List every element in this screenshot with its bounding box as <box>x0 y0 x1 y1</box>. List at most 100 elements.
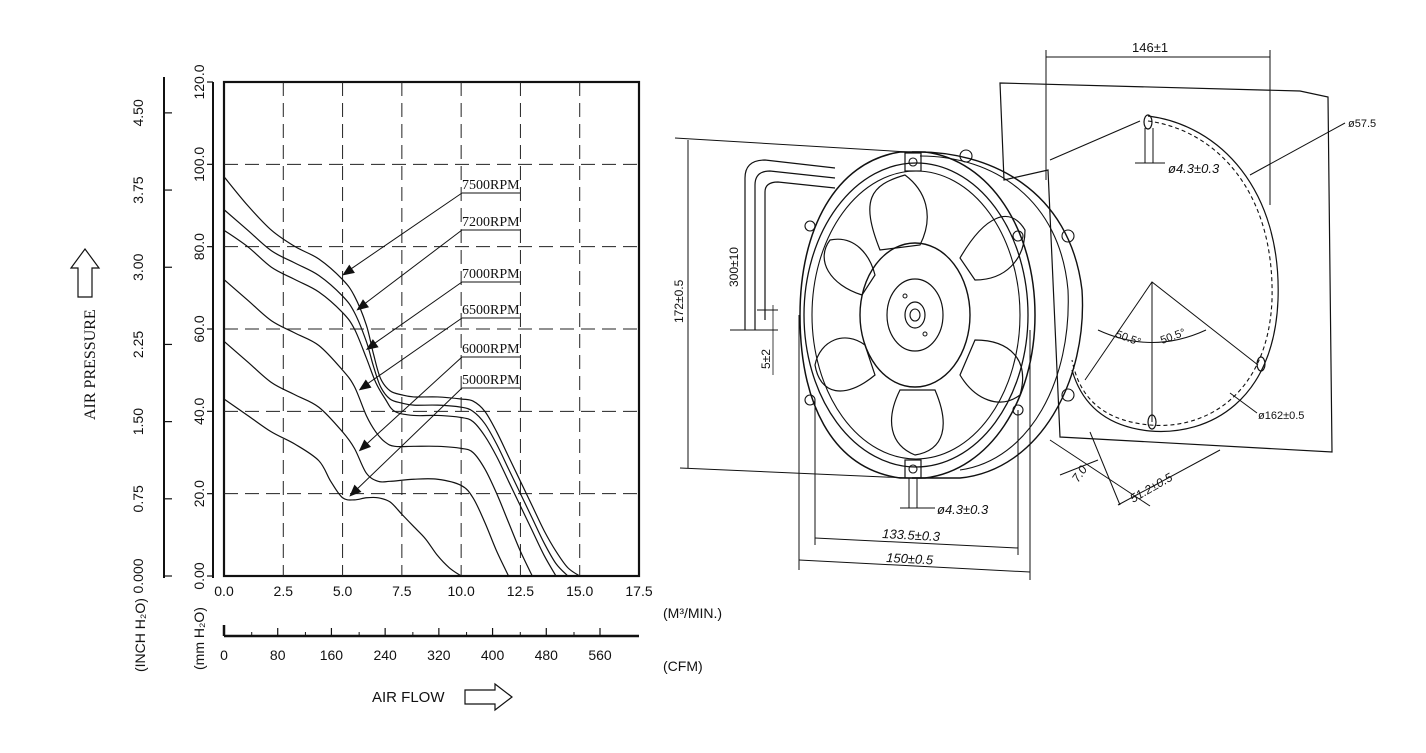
y-tick-label-mmh2o: 80.0 <box>191 233 207 260</box>
housing-hole-top <box>959 149 973 163</box>
y-tick-label-mmh2o: 60.0 <box>191 315 207 342</box>
arrowhead-icon <box>358 379 372 391</box>
housing-hole-right <box>1061 229 1075 243</box>
dim-172-ext-bottom <box>679 467 909 479</box>
dim-146-label: 146±1 <box>1132 40 1168 55</box>
y-tick-label-inchh2o: 3.00 <box>130 253 146 280</box>
x-unit-cfm: (CFM) <box>663 658 703 674</box>
tab-top-hole <box>908 157 918 167</box>
arrowhead-icon <box>342 264 355 276</box>
tab-bottom <box>904 459 922 479</box>
cable <box>744 159 836 330</box>
angle-arc <box>1097 329 1207 343</box>
arrowhead-icon <box>349 484 362 497</box>
curve-label-6000rpm: 6000RPM <box>462 342 520 357</box>
y-tick-label-inchh2o: 4.50 <box>130 99 146 126</box>
dim-133-label: 133.5±0.3 <box>882 526 941 544</box>
y-tick-label-mmh2o: 40.0 <box>191 397 207 424</box>
dim-150-label: 150±0.5 <box>886 550 934 567</box>
grid-lines <box>224 82 639 576</box>
fan-ring-outer <box>803 162 1029 468</box>
x-tick-label-cfm: 400 <box>481 647 505 663</box>
hub-screw-1 <box>902 293 908 299</box>
x-tick-label-cfm: 240 <box>373 647 397 663</box>
fan-hub-core <box>909 308 921 322</box>
y-tick-label-inchh2o: 1.50 <box>130 408 146 435</box>
curve-label-7000rpm: 7000RPM <box>462 267 520 282</box>
x-tick-label-m3min: 10.0 <box>448 583 475 599</box>
cable-inner <box>754 170 836 330</box>
dim-depth-ext2 <box>1089 431 1121 506</box>
arrowhead-icon <box>365 339 379 351</box>
x-axis-title: AIR FLOW <box>372 689 445 706</box>
leader-7200rpm <box>358 229 463 309</box>
y-tick-labels: 0.00 20.0 40.0 60.0 80.0 100.0 120.0 0.000 0.75 1… <box>130 64 207 593</box>
leader-6000rpm <box>360 356 463 450</box>
curve-5000rpm <box>223 398 462 577</box>
dim-7-label: 7.0 <box>1069 463 1090 485</box>
x-tick-label-m3min: 5.0 <box>333 583 353 599</box>
y-unit-mmh2o: (mm H₂O) <box>191 607 207 670</box>
dim-51-label: 51.2±0.5 <box>1128 470 1176 506</box>
dim-depth-line <box>1117 449 1221 506</box>
plate-hole-bottom <box>1147 414 1157 430</box>
y-unit-inchh2o: (INCH H₂O) <box>132 598 148 672</box>
y-tick-label-mmh2o: 20.0 <box>191 480 207 507</box>
dim-300-label: 300±10 <box>727 247 741 287</box>
curve-6500rpm <box>223 279 533 577</box>
dim-172-ext-top <box>674 137 909 153</box>
curve-label-7500rpm: 7500RPM <box>462 178 520 193</box>
x-tick-label-cfm: 560 <box>588 647 612 663</box>
plate-edge <box>1049 120 1141 161</box>
x-tick-label-cfm: 80 <box>270 647 286 663</box>
leader-5000rpm <box>350 387 463 495</box>
x-tick-label-m3min: 0.0 <box>214 583 234 599</box>
housing-hole-right2 <box>1061 388 1075 402</box>
y-tick-label-mmh2o: 100.0 <box>191 147 207 182</box>
plate-hole-top <box>1143 114 1153 130</box>
curve-label-6500rpm: 6500RPM <box>462 303 520 318</box>
dim-hole-bottom-label: ø4.3±0.3 <box>937 502 989 517</box>
dim-172-label: 172±0.5 <box>672 279 686 323</box>
y-tick-label-inchh2o: 0.000 <box>130 558 146 593</box>
fan-housing-side2 <box>919 155 1069 471</box>
dim-133-line <box>814 537 1019 549</box>
x-tick-label-cfm: 320 <box>427 647 451 663</box>
y-tick-label-inchh2o: 0.75 <box>130 485 146 512</box>
fan-hub <box>859 242 971 388</box>
curve-label-5000rpm: 5000RPM <box>462 373 520 388</box>
dim-150-line <box>798 559 1031 573</box>
dim-7-line <box>1059 459 1099 476</box>
leader-6500rpm <box>360 317 463 389</box>
arrowhead-icon <box>358 439 372 452</box>
x-tick-label-cfm: 480 <box>535 647 559 663</box>
x-tick-label-m3min: 7.5 <box>392 583 412 599</box>
plate-cutout-dashed <box>1071 120 1273 427</box>
curve-6000rpm <box>223 340 510 577</box>
fan-hub-inner <box>886 278 944 352</box>
y-arrow-icon <box>69 247 101 298</box>
y-tick-label-mmh2o: 120.0 <box>191 64 207 99</box>
leader-7000rpm <box>367 281 463 349</box>
arrowhead-icon <box>356 299 370 311</box>
mounting-plate <box>999 82 1333 453</box>
performance-chart: 7500RPM 7200RPM 7000RPM 6500RPM 6000RPM 5000R… <box>69 64 722 712</box>
y-tick-label-inchh2o: 3.75 <box>130 176 146 203</box>
dim-162-label: ø162±0.5 <box>1258 410 1304 422</box>
plate-cutout-solid <box>1071 115 1279 433</box>
fan-frame <box>799 151 1036 479</box>
x-tick-label-m3min: 15.0 <box>566 583 593 599</box>
plate-hole-right <box>1256 356 1266 372</box>
fan-dimension-drawing: 146±1 ø57.5 ø4.3±0.3 50.5° 50.5° ø162±0.… <box>672 40 1376 580</box>
curve-label-7200rpm: 7200RPM <box>462 215 520 230</box>
x-unit-m3min: (M³/MIN.) <box>663 605 722 621</box>
curve-7000rpm <box>223 229 557 577</box>
dim-57-label: ø57.5 <box>1348 118 1376 130</box>
x-tick-label-cfm: 160 <box>320 647 344 663</box>
y-tick-label-mmh2o: 0.00 <box>191 562 207 589</box>
y-tick-label-inchh2o: 2.25 <box>130 331 146 358</box>
dim-162-leader <box>1229 392 1258 414</box>
tab-left-top-hole <box>804 220 816 232</box>
